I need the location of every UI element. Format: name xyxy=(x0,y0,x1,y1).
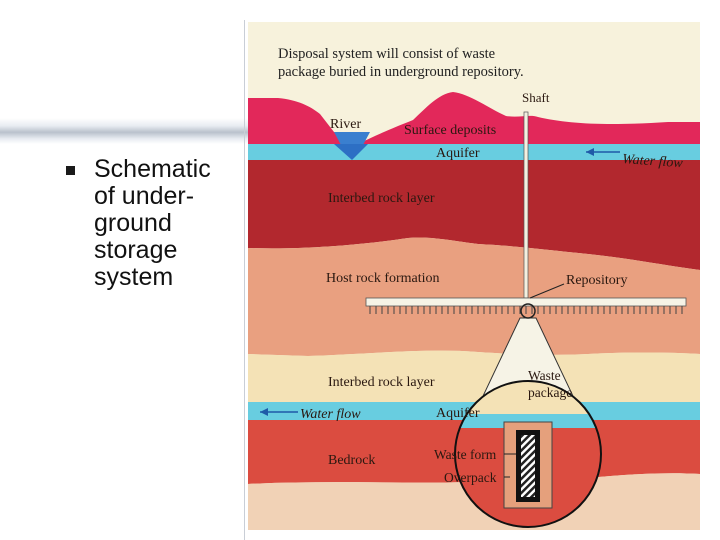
content-divider-line xyxy=(244,20,245,540)
label-aquifer-top: Aquifer xyxy=(436,146,480,161)
bullet-line: storage xyxy=(94,236,178,264)
label-waste-package-line-2: package xyxy=(528,385,572,400)
title-divider-bar xyxy=(0,118,255,144)
label-aquifer-bottom: Aquifer xyxy=(436,406,480,421)
diagram-caption-line-2: package buried in underground repository… xyxy=(278,64,524,80)
bullet-line: of under- xyxy=(94,182,195,210)
interbed-rock-bottom-layer xyxy=(248,350,700,402)
detail-circle-content xyxy=(455,381,601,527)
host-rock-layer xyxy=(248,237,700,356)
label-river: River xyxy=(330,117,361,132)
bullet-text: Schematic of under- ground storage syste… xyxy=(94,156,244,291)
label-bedrock: Bedrock xyxy=(328,453,375,468)
repository-leader xyxy=(529,283,565,299)
interbed-rock-top-layer xyxy=(248,160,700,270)
bullet-line: ground xyxy=(94,209,172,237)
label-water-flow-top: Water flow xyxy=(622,152,684,171)
label-overpack: Overpack xyxy=(444,470,497,485)
water-flow-top-arrowhead-icon xyxy=(586,148,594,156)
repository-diagram-svg: Disposal system will consist of waste pa… xyxy=(248,22,700,530)
label-waste-form: Waste form xyxy=(434,447,497,462)
bullet-square-icon xyxy=(66,166,75,175)
repository-diagram: Disposal system will consist of waste pa… xyxy=(248,22,700,530)
label-interbed-bottom: Interbed rock layer xyxy=(328,375,435,390)
label-repository: Repository xyxy=(566,273,627,288)
label-water-flow-bottom: Water flow xyxy=(300,407,361,422)
repository-focus-circle xyxy=(520,303,536,319)
bullet-line: Schematic xyxy=(94,155,211,183)
river-channel xyxy=(334,144,368,160)
label-waste-package-line-1: Waste xyxy=(528,368,561,383)
bullet-line: system xyxy=(94,263,174,291)
label-host-rock: Host rock formation xyxy=(326,271,440,286)
label-shaft: Shaft xyxy=(522,90,550,105)
detail-circle-outline xyxy=(454,380,602,528)
surface-deposits-layer xyxy=(248,92,700,148)
water-flow-bottom-arrowhead-icon xyxy=(260,408,268,416)
shaft xyxy=(523,111,529,299)
label-interbed-top: Interbed rock layer xyxy=(328,191,435,206)
label-surface-deposits: Surface deposits xyxy=(404,123,496,138)
repository-boreholes xyxy=(369,306,683,314)
diagram-caption-line-1: Disposal system will consist of waste xyxy=(278,46,495,62)
